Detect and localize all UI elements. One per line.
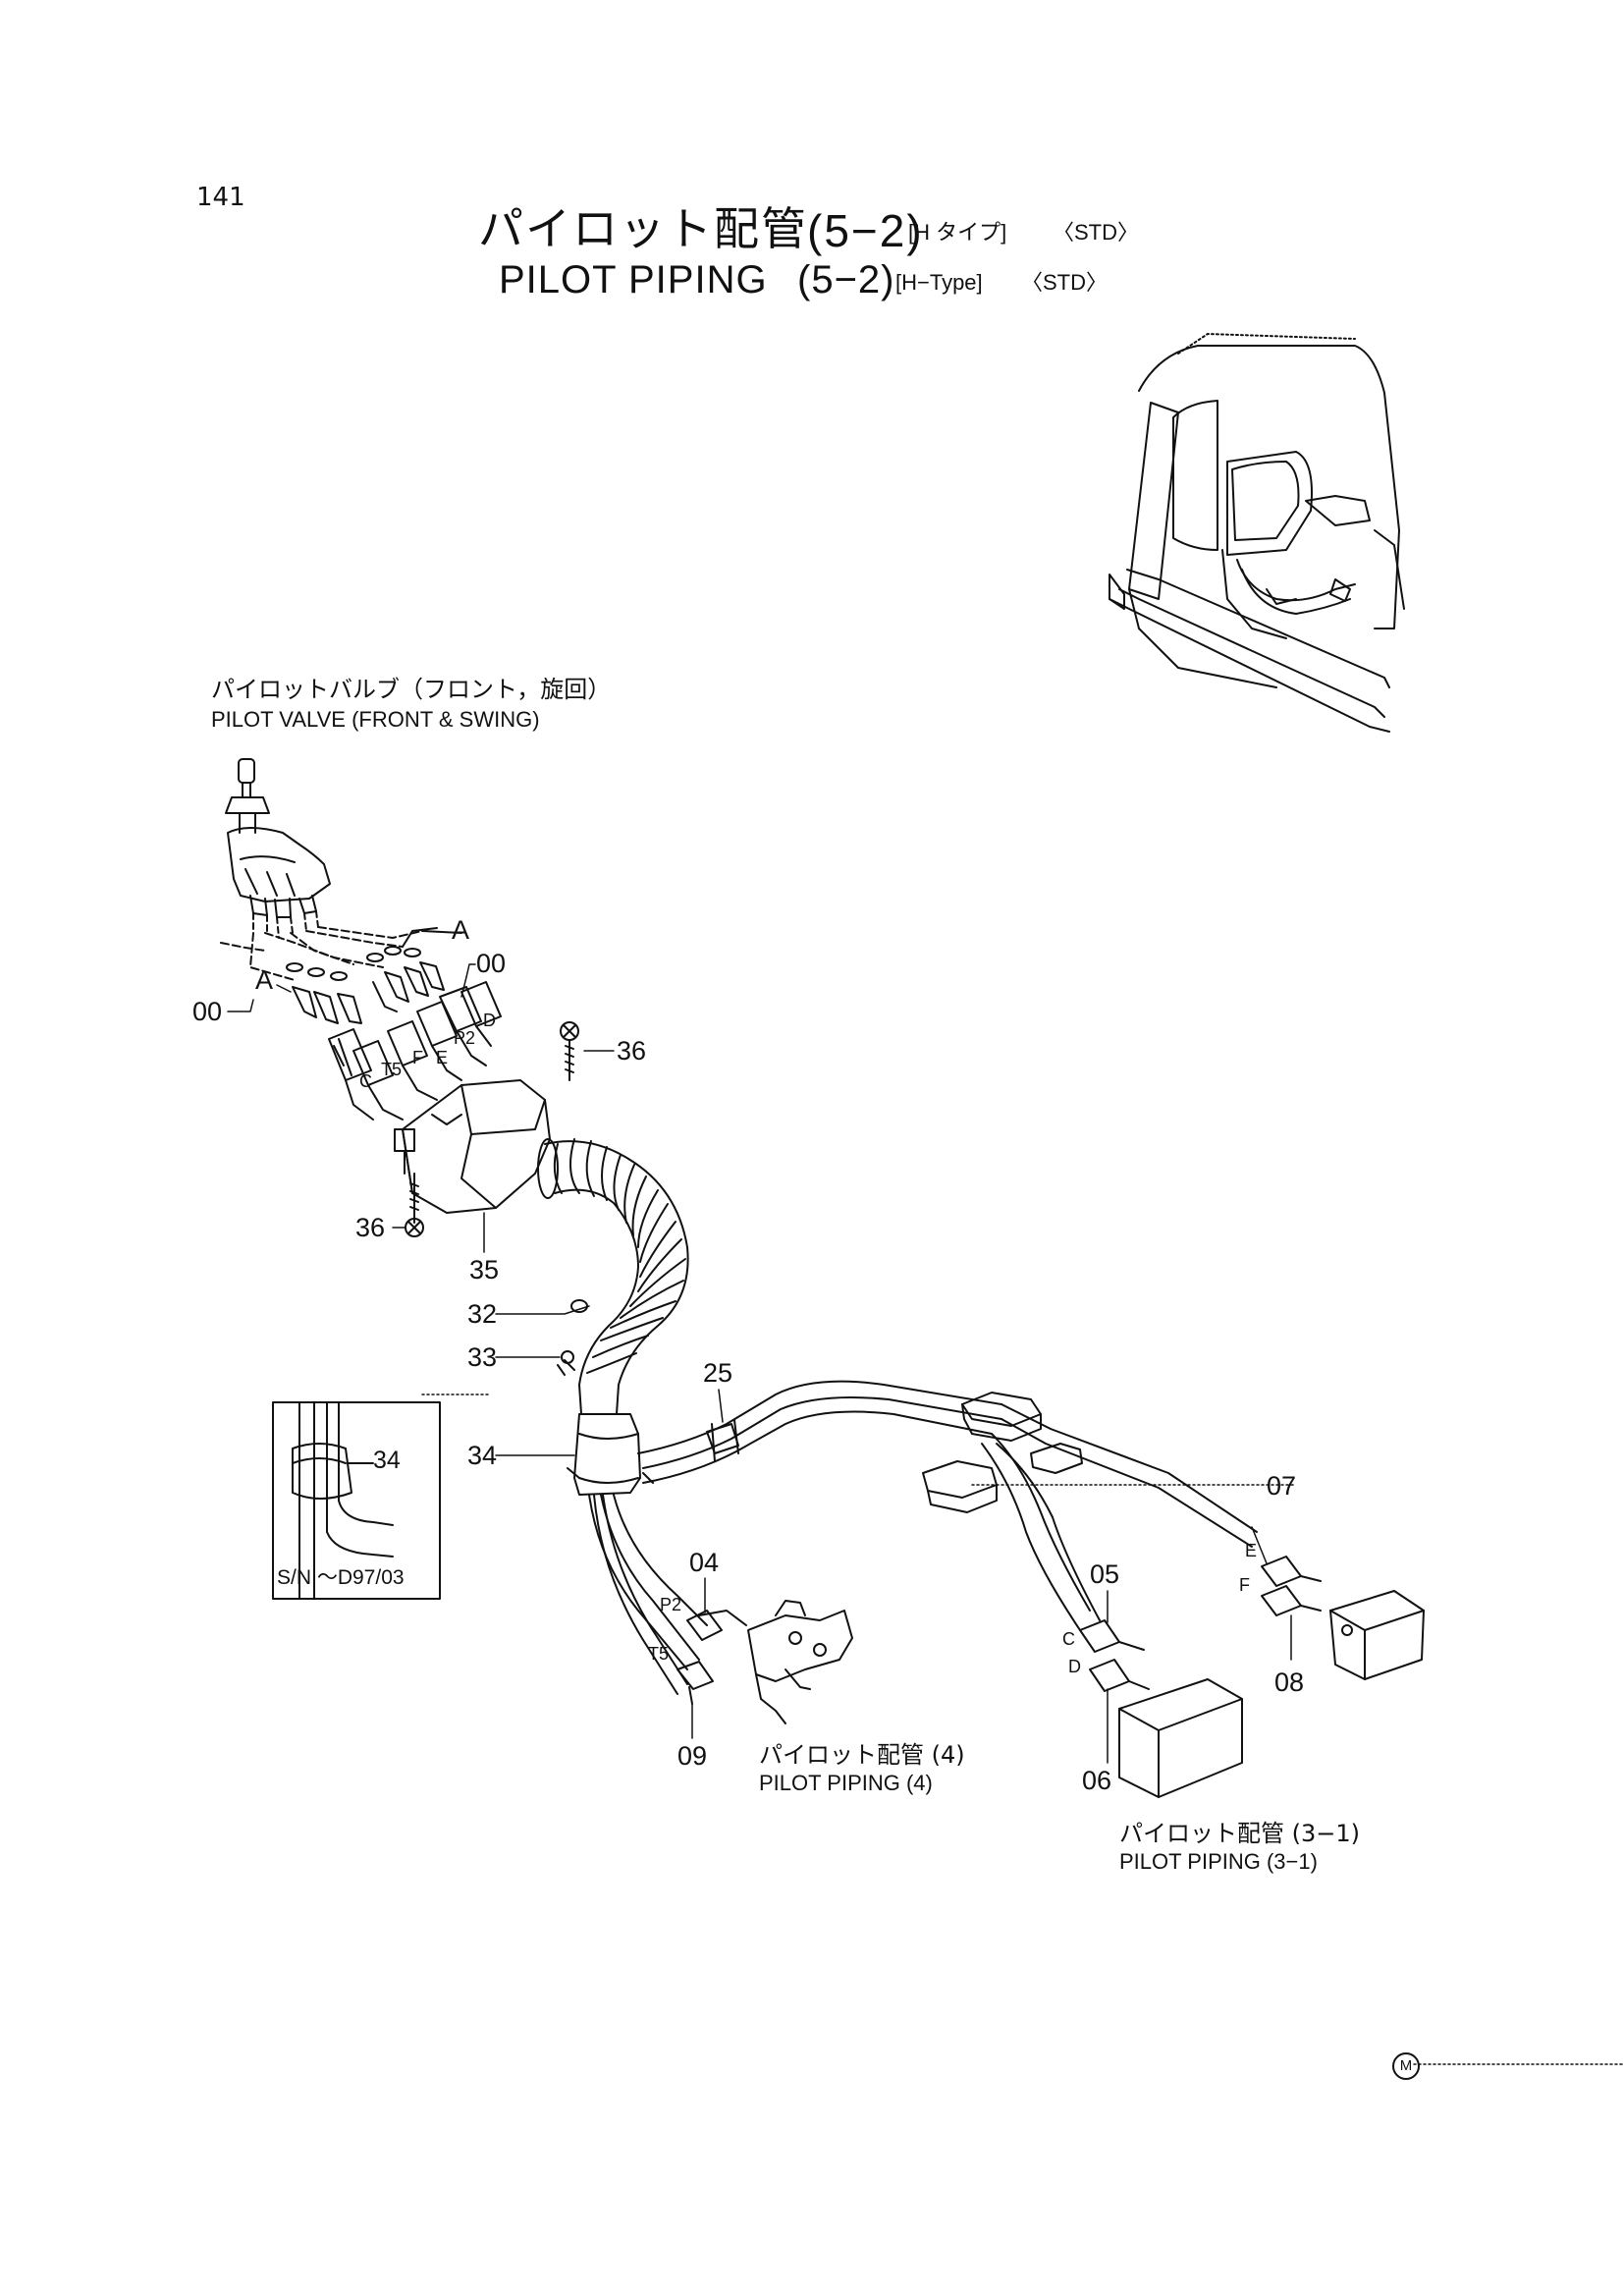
- part-label-33: 33: [467, 1342, 498, 1372]
- bolt-33: [561, 1350, 574, 1364]
- port-label-T5: T5: [381, 1060, 403, 1079]
- part-label-36-upper: 36: [617, 1036, 647, 1066]
- leader-lines: [227, 963, 1623, 2065]
- port-label-C-lower: C: [1062, 1629, 1075, 1649]
- inset-part-label-34: 34: [373, 1447, 401, 1474]
- port-label-D: D: [483, 1011, 496, 1030]
- part-label-09: 09: [677, 1741, 708, 1771]
- bolt-36-upper: [560, 1021, 579, 1081]
- caption-piping-3-1-en: PILOT PIPING (3−1): [1119, 1849, 1318, 1874]
- part-label-00-lower: 00: [192, 997, 223, 1026]
- title-japanese-number: (5−2): [807, 205, 924, 256]
- inset-detail: [272, 1401, 441, 1600]
- pilot-valve-illustration: [220, 758, 462, 981]
- inset-serial-range: S/N ～D97/03: [277, 1566, 405, 1589]
- port-label-E-lower: E: [1245, 1541, 1258, 1560]
- page-number: 141: [196, 183, 245, 212]
- caption-piping-3-1-jp: パイロット配管 (3−1): [1119, 1820, 1361, 1847]
- port-label-T5-lower: T5: [648, 1644, 670, 1664]
- part-label-A-lower: A: [255, 965, 274, 995]
- part-label-35: 35: [469, 1255, 500, 1285]
- part-label-34: 34: [467, 1441, 498, 1470]
- caption-piping-4-en: PILOT PIPING (4): [759, 1771, 933, 1795]
- elbow-fittings: [292, 961, 445, 1024]
- title-english: PILOT PIPING: [499, 258, 768, 301]
- fittings-04-09: [676, 1610, 747, 1705]
- title-japanese-std: 〈STD〉: [1053, 220, 1140, 245]
- part-label-32: 32: [467, 1299, 498, 1329]
- part-label-07: 07: [1267, 1471, 1297, 1501]
- part-label-05: 05: [1090, 1559, 1120, 1589]
- port-label-F-lower: F: [1239, 1575, 1250, 1595]
- title-english-number: (5−2): [797, 258, 895, 301]
- title-japanese: パイロット配管: [478, 202, 808, 255]
- caption-piping-4-jp: パイロット配管 (4): [759, 1741, 965, 1769]
- caption-pilot-valve-en: PILOT VALVE (FRONT & SWING): [211, 707, 540, 732]
- part-label-04: 04: [689, 1548, 720, 1577]
- port-label-F: F: [412, 1048, 423, 1067]
- part-label-A-upper: A: [452, 915, 470, 945]
- part-label-06: 06: [1082, 1766, 1112, 1795]
- machine-cab-illustration: [1109, 333, 1405, 733]
- valve-block-piping-4: [747, 1600, 853, 1724]
- part-label-36-lower: 36: [355, 1213, 386, 1242]
- port-label-P2: P2: [454, 1028, 476, 1048]
- manual-mark-icon: M: [1392, 2052, 1420, 2080]
- caption-pilot-valve-jp: パイロットバルブ（フロント，旋回）: [211, 676, 612, 703]
- fittings-05-06: [1079, 1619, 1150, 1692]
- title-japanese-type: [H タイプ]: [908, 220, 1007, 245]
- title-english-type: [H−Type]: [895, 270, 983, 295]
- title-english-std: 〈STD〉: [1021, 270, 1109, 295]
- part-label-00-upper: 00: [476, 949, 507, 978]
- clamp-34: [567, 1413, 654, 1496]
- port-label-P2-lower: P2: [660, 1595, 682, 1614]
- corrugated-hose: [537, 1138, 689, 1415]
- valve-block-piping-3-1: [1118, 1590, 1425, 1798]
- o-rings: [286, 946, 421, 981]
- fittings-07-08: [1261, 1556, 1322, 1616]
- clamp-25: [706, 1419, 739, 1462]
- part-label-08: 08: [1274, 1667, 1305, 1697]
- part-label-25: 25: [703, 1358, 733, 1388]
- bolt-36-lower: [405, 1173, 424, 1237]
- port-label-C: C: [359, 1071, 372, 1091]
- hose-fittings: [328, 981, 502, 1121]
- duct-cover: [394, 1079, 551, 1214]
- port-label-E: E: [436, 1048, 449, 1067]
- pilot-tubes: [588, 1380, 1258, 1695]
- port-label-D-lower: D: [1068, 1657, 1081, 1676]
